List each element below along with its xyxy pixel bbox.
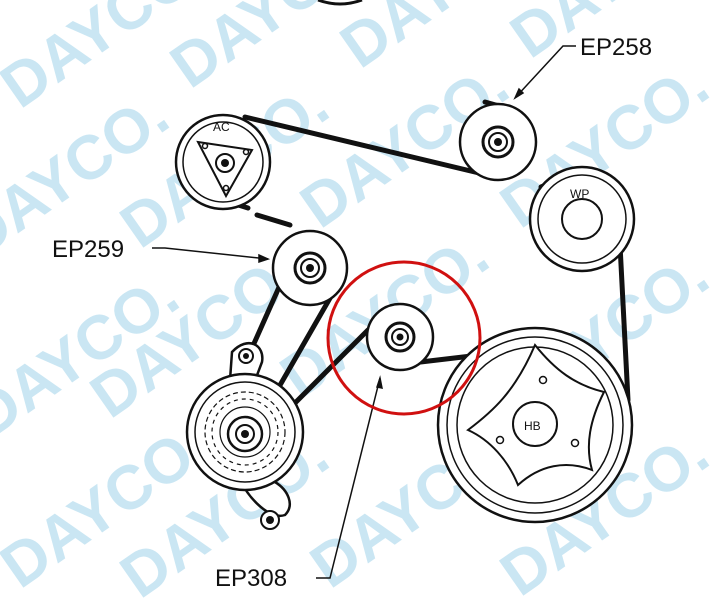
ep259-callout: EP259 (52, 236, 124, 263)
wp-label: WP (570, 187, 589, 201)
ac-label: AC (213, 120, 230, 134)
ep258-pulley (458, 102, 538, 182)
highlight-circle (326, 260, 482, 416)
ep308-pulley (365, 302, 435, 372)
callout-leaders (152, 45, 576, 579)
hb-label: HB (524, 419, 541, 433)
wp-pulley: WP (528, 165, 636, 273)
ep258-callout: EP258 (580, 34, 652, 61)
top-partial-arc (317, 0, 363, 6)
alternator (185, 341, 305, 530)
hb-pulley: HB (436, 326, 634, 524)
ac-pulley: AC (174, 113, 272, 211)
ep259-pulley (271, 229, 349, 307)
ep308-callout: EP308 (215, 565, 287, 592)
